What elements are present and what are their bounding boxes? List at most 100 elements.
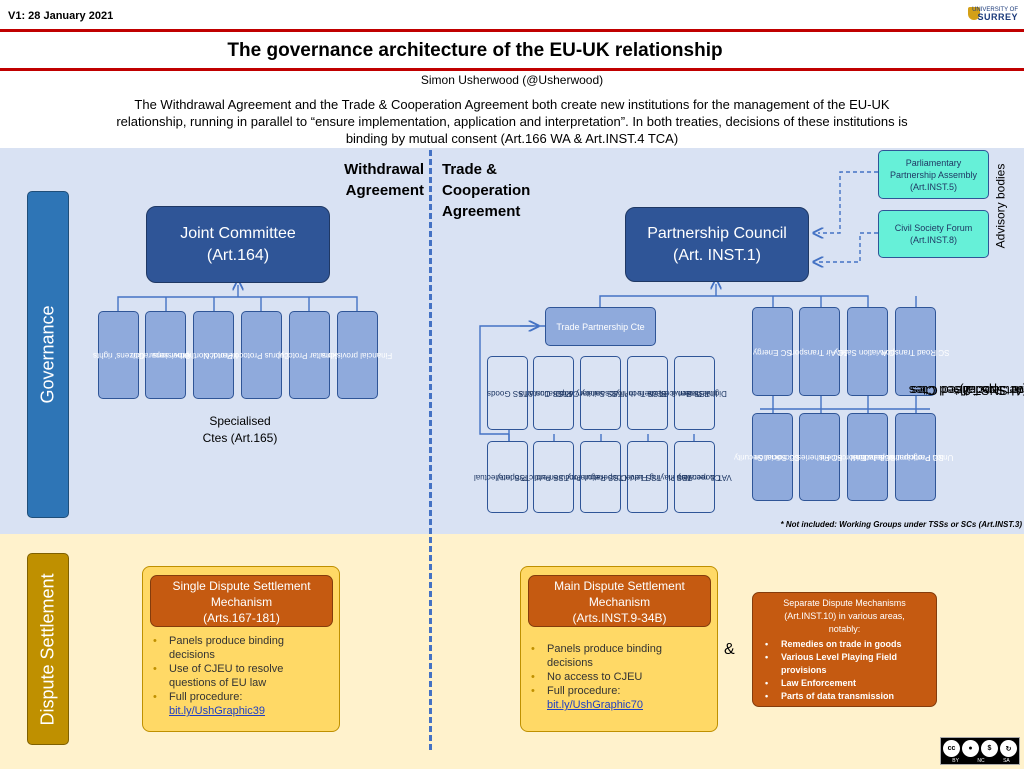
wa-dispute-panel: Single Dispute Settlement Mechanism (Art… [142,566,340,732]
tca-header-line: Trade & [442,161,498,178]
tca-dispute-title-line: Main Dispute Settlement [554,579,685,593]
partnership-council-article: (Art. INST.1) [672,246,761,264]
logo-university-text: UNIVERSITY OF [972,7,1018,13]
tss-label: Digital Trade [682,389,727,398]
wa-committee-box: Citizens' rights [93,311,144,399]
sc-label: SC Road Transport [881,347,950,357]
tss-box: TSS Sanitary &Phytosanitary [568,356,630,430]
separate-dispute-item: Various Level Playing Field provisions [759,651,930,677]
version-label: V1: 28 January 2021 [8,10,114,22]
wa-dispute-bullet: Full procedure: bit.ly/UshGraphic39 [149,690,319,718]
wa-dispute-bullets: Panels produce binding decisions Use of … [149,634,319,718]
separate-dispute-list: Remedies on trade in goods Various Level… [759,638,930,703]
wa-header-line: Agreement [345,182,424,199]
trade-partnership-label: Trade Partnership Cte [556,321,645,332]
wa-committee-box: Financial provisions [322,311,393,399]
sc-box: SC Fisheries [797,413,842,501]
civil-society-line: Civil Society Forum [894,223,973,233]
trade-partnership-committee-box: Trade Partnership Cte [545,307,656,346]
separate-dispute-box: Separate Dispute Mechanisms (Art.INST.10… [752,592,937,707]
partnership-council-title: Partnership Council [647,224,787,242]
by-person-icon: ● [962,740,979,757]
wa-dispute-title-line: Single Dispute Settlement [172,579,311,593]
tca-dispute-bullet: No access to CJEU [527,670,702,684]
separate-head-line: notably: [828,624,861,634]
wa-header-line: Withdrawal [344,161,424,178]
joint-committee-article: (Art.164) [206,246,270,264]
intro-text: The Withdrawal Agreement and the Trade &… [116,97,908,146]
tca-dispute-title-line: (Arts.INST.9-34B) [572,611,667,625]
page-title: The governance architecture of the EU-UK… [227,40,723,61]
tca-dispute-panel: Main Dispute Settlement Mechanism (Arts.… [520,566,718,732]
tss-box: TSS Goods [487,356,528,430]
specialised-caption-line: Ctes (Art.165) [202,431,278,445]
tca-procedure-link[interactable]: bit.ly/UshGraphic70 [547,699,643,711]
civil-society-forum-box: Civil Society Forum (Art.INST.8) [878,210,989,258]
agreement-divider [429,150,432,750]
joint-committee-box: Joint Committee (Art.164) [146,206,330,283]
civil-society-line: (Art.INST.8) [909,235,957,245]
tss-label: VAT & recovery [677,473,732,482]
nc-icon: $ [981,740,998,757]
top-red-rule [0,29,1024,32]
crest-icon [968,7,980,20]
advisory-bodies-label: Advisory bodies [980,160,1020,252]
separate-head-line: (Art.INST.10) in various areas, [784,611,905,621]
sc-label: SC Energy [753,347,792,357]
tca-dispute-bullet: Full procedure: bit.ly/UshGraphic70 [527,684,702,712]
tca-dispute-title: Main Dispute Settlement Mechanism (Arts.… [528,575,711,627]
logo-surrey-text: SURREY [977,12,1018,22]
tca-dispute-bullets: Panels produce binding decisions No acce… [527,642,702,712]
wa-committee-box: Gibraltar Protocol [278,311,341,399]
wa-header: Withdrawal Agreement [300,159,424,201]
license-sa-label: SA [1003,758,1010,764]
specialised-ctes-caption: Specialised Ctes (Art.165) [180,413,300,447]
wa-dispute-title-line: (Arts.167-181) [203,611,280,625]
tca-procedure-text: Full procedure: [547,685,621,697]
tss-side-line: (SC) (Art.INST.2)* [954,382,1024,398]
advisory-label-text: Advisory bodies [993,163,1007,249]
ampersand: & [724,641,735,658]
parliamentary-assembly-box: Parliamentary Partnership Assembly (Art.… [878,150,989,199]
parliamentary-line: Parliamentary [905,157,962,168]
specialised-caption-line: Specialised [209,414,271,428]
wa-procedure-text: Full procedure: [169,691,243,703]
tss-box: TSS Services,Investment &Digital Trade [659,356,727,430]
wa-committee-box: Cyprus Protocol [233,311,290,399]
parliamentary-line: Partnership Assembly [889,169,978,180]
wa-committee-label: Financial provisions [322,351,393,360]
sa-icon: ↻ [1000,740,1017,757]
wa-dispute-bullet: Panels produce binding decisions [149,634,319,662]
wa-dispute-title: Single Dispute Settlement Mechanism (Art… [150,575,333,627]
dispute-section-label: Dispute Settlement [27,553,69,745]
parliamentary-line: (Art.INST.5) [909,181,957,192]
footnote: * Not included: Working Groups under TSS… [780,520,1023,529]
separate-dispute-head: Separate Dispute Mechanisms (Art.INST.10… [759,597,930,636]
title-red-rule [0,68,1024,71]
separate-dispute-item: Parts of data transmission [759,690,930,703]
cc-icon: cc [943,740,960,757]
tca-header-line: Cooperation [442,182,531,199]
author: Simon Usherwood (@Usherwood) [420,73,604,87]
tca-header: Trade & Cooperation Agreement [442,159,562,222]
sc-box: SC Energy [752,307,793,396]
tca-dispute-title-line: Mechanism [588,595,651,609]
cc-license-badge: cc ● $ ↻ BY NC SA [940,737,1020,765]
tca-dispute-bullet: Panels produce binding decisions [527,642,702,670]
wa-procedure-link[interactable]: bit.ly/UshGraphic39 [169,705,265,717]
tca-header-line: Agreement [442,203,521,220]
separate-dispute-item: Law Enforcement [759,677,930,690]
sc-box: SC Aviation Safety [834,307,901,396]
